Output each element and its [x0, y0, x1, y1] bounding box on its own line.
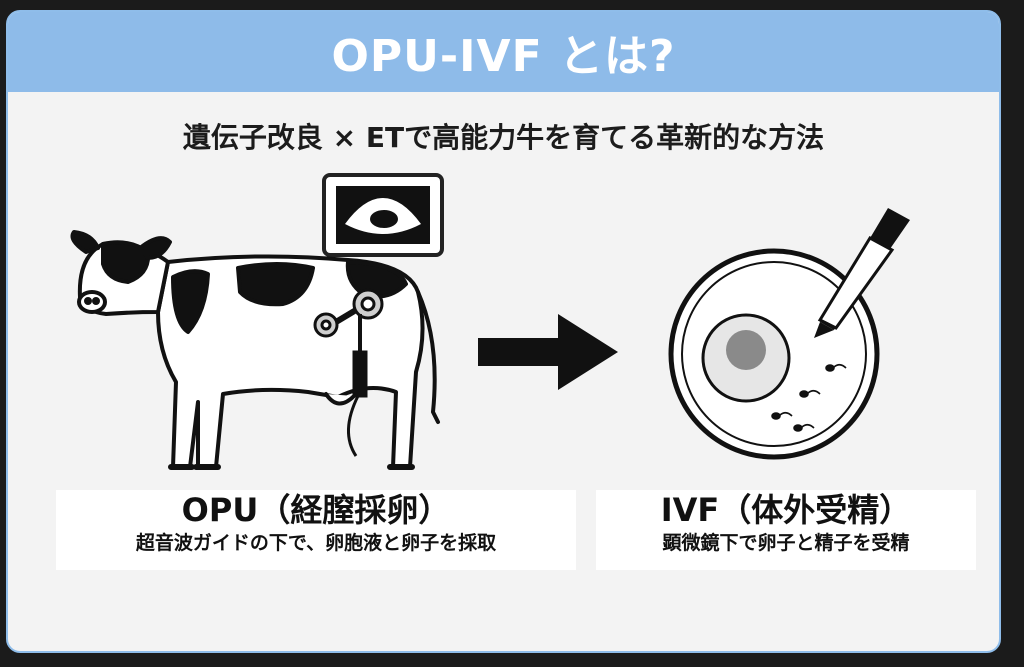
pipette-icon — [814, 208, 910, 338]
oocyte-icon — [701, 313, 791, 403]
ivf-label-box: IVF（体外受精） 顕微鏡下で卵子と精子を受精 — [596, 490, 976, 570]
opu-title: OPU（経膣採卵） — [181, 491, 451, 529]
ivf-description: 顕微鏡下で卵子と精子を受精 — [662, 532, 910, 554]
ovum-pickup-probe-icon — [313, 288, 384, 457]
ivf-title: IVF（体外受精） — [660, 491, 912, 529]
page-title: OPU-IVF とは? — [331, 31, 676, 82]
illustration — [70, 173, 910, 470]
header-bar: OPU-IVF とは? — [8, 12, 999, 92]
opu-label-box: OPU（経膣採卵） 超音波ガイドの下で、卵胞液と卵子を採取 — [56, 490, 576, 570]
holstein-cow-icon — [70, 230, 440, 470]
opu-description: 超音波ガイドの下で、卵胞液と卵子を採取 — [135, 532, 497, 554]
bottom-strip — [0, 656, 1024, 667]
ultrasound-monitor-icon — [322, 173, 444, 257]
info-card: OPU-IVF とは? 遺伝子改良 × ETで高能力牛を育てる革新的な方法 — [6, 10, 1001, 653]
arrow-right-icon — [478, 314, 618, 390]
page-subtitle: 遺伝子改良 × ETで高能力牛を育てる革新的な方法 — [182, 121, 825, 154]
sperm-icon — [771, 363, 847, 432]
